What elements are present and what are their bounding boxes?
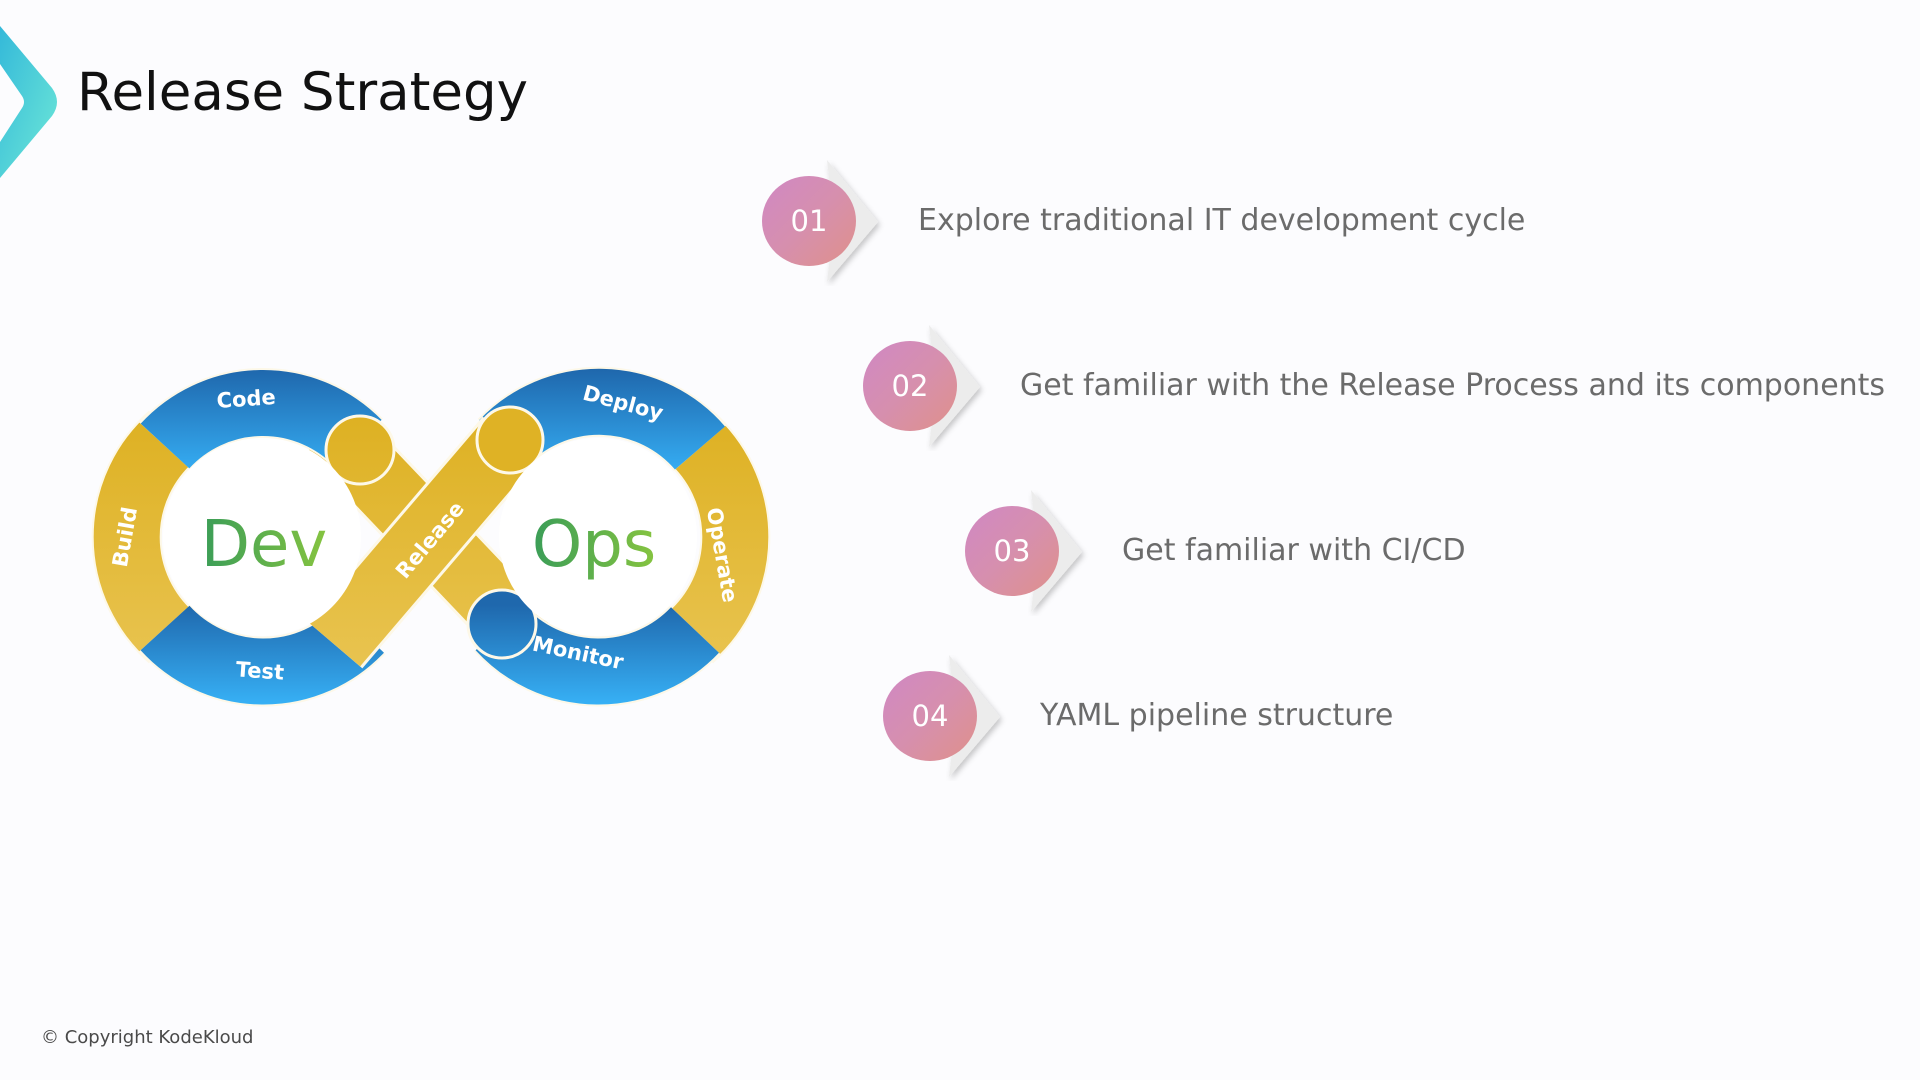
agenda-item: 04 YAML pipeline structure: [882, 651, 1782, 781]
label-code: Code: [216, 385, 277, 413]
label-test: Test: [235, 657, 285, 684]
item-text: Explore traditional IT development cycle: [918, 203, 1526, 238]
logo-chevron-icon: [0, 26, 57, 178]
item-number-badge: 04: [883, 671, 977, 761]
dev-hole: [163, 438, 361, 636]
item-number-badge: 03: [965, 506, 1059, 596]
item-text: YAML pipeline structure: [1040, 698, 1394, 733]
ops-hole: [499, 438, 697, 636]
release-band: [307, 405, 545, 669]
item-text: Get familiar with the Release Process an…: [1020, 368, 1886, 403]
item-number-badge: 02: [863, 341, 957, 431]
page-title: Release Strategy: [77, 62, 529, 123]
copyright-notice: © Copyright KodeKloud: [41, 1027, 254, 1048]
item-text: Get familiar with CI/CD: [1122, 533, 1466, 568]
agenda-item: 02 Get familiar with the Release Process…: [862, 321, 1920, 451]
item-number-badge: 01: [762, 176, 856, 266]
agenda-item: 03 Get familiar with CI/CD: [964, 486, 1864, 616]
ops-label: Ops: [532, 508, 656, 582]
dev-label: Dev: [201, 508, 328, 582]
agenda-item: 01 Explore traditional IT development cy…: [760, 156, 1760, 286]
band-caps: [324, 414, 538, 660]
left-ring: [91, 368, 386, 707]
